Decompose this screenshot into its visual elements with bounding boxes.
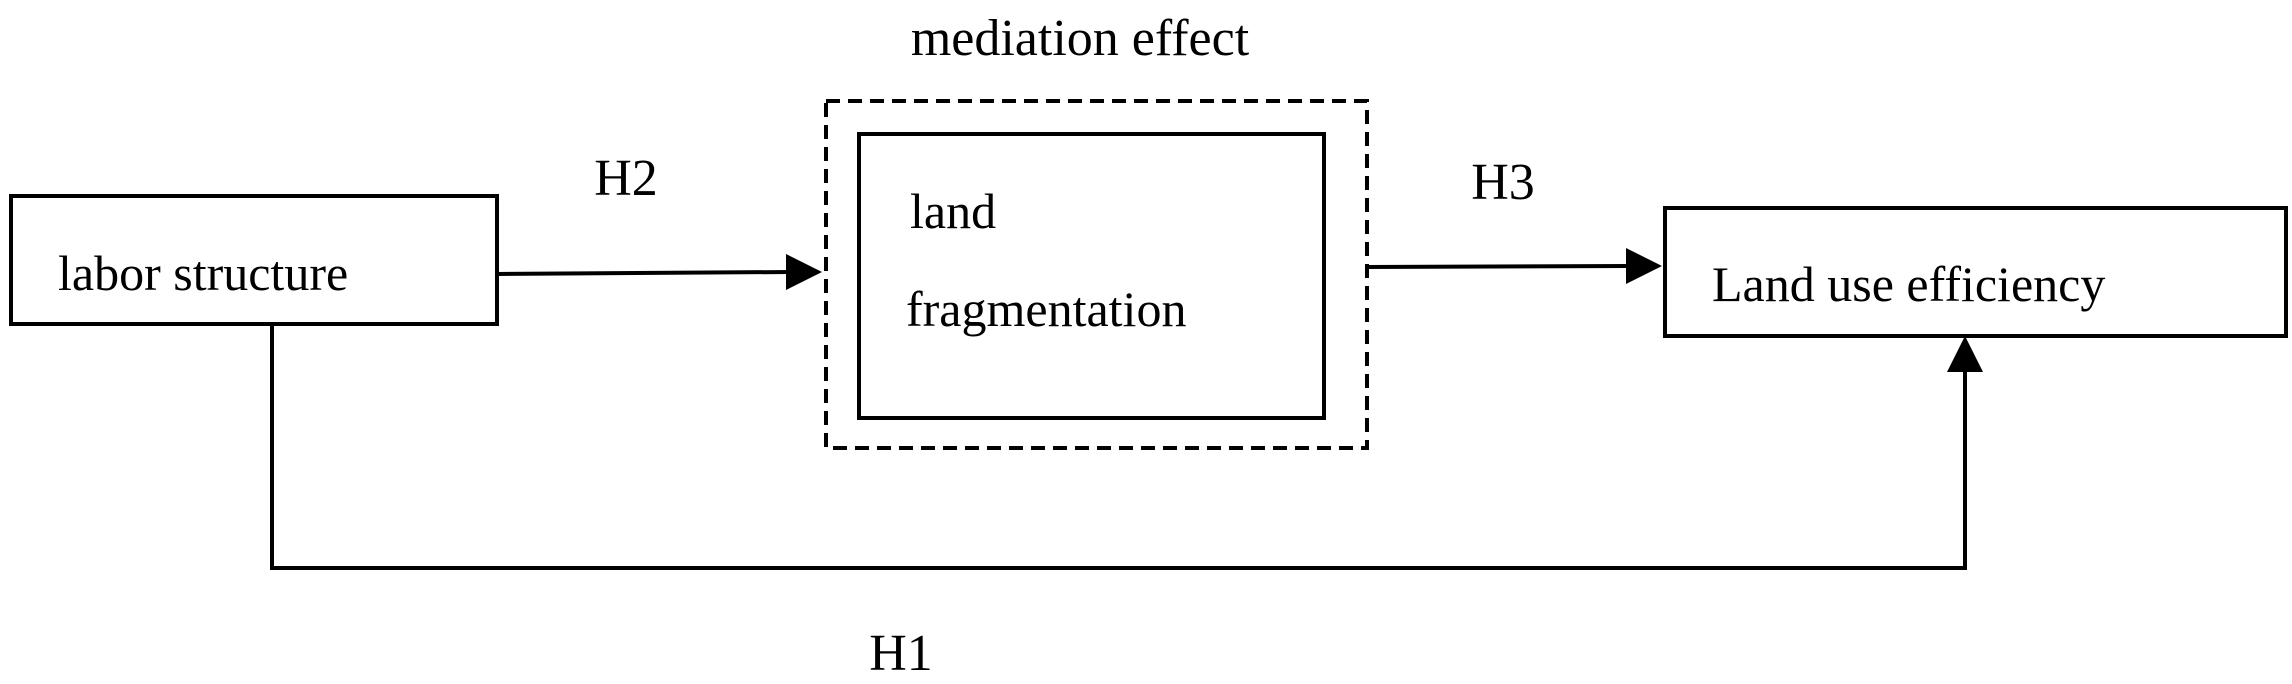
h2-label: H2	[594, 150, 658, 207]
land-fragmentation-label-line2: fragmentation	[906, 281, 1186, 337]
h1-edge	[270, 324, 1967, 570]
land-use-efficiency-node	[1663, 206, 2288, 338]
h3-label: H3	[1471, 154, 1535, 211]
h2-arrowhead	[786, 254, 822, 290]
labor-structure-node	[9, 194, 499, 326]
labor-structure-label: labor structure	[58, 245, 348, 301]
h3-edge	[1366, 264, 1631, 269]
h1-label: H1	[869, 625, 933, 682]
mediation-effect-group	[824, 99, 1369, 450]
land-fragmentation-label-line1: land	[910, 183, 996, 239]
h2-edge	[496, 270, 791, 276]
mediation-effect-label: mediation effect	[911, 10, 1250, 67]
land-fragmentation-node	[857, 132, 1326, 420]
h1-arrowhead	[1947, 336, 1983, 372]
land-use-efficiency-label: Land use efficiency	[1712, 256, 2105, 312]
h3-arrowhead	[1626, 248, 1662, 284]
